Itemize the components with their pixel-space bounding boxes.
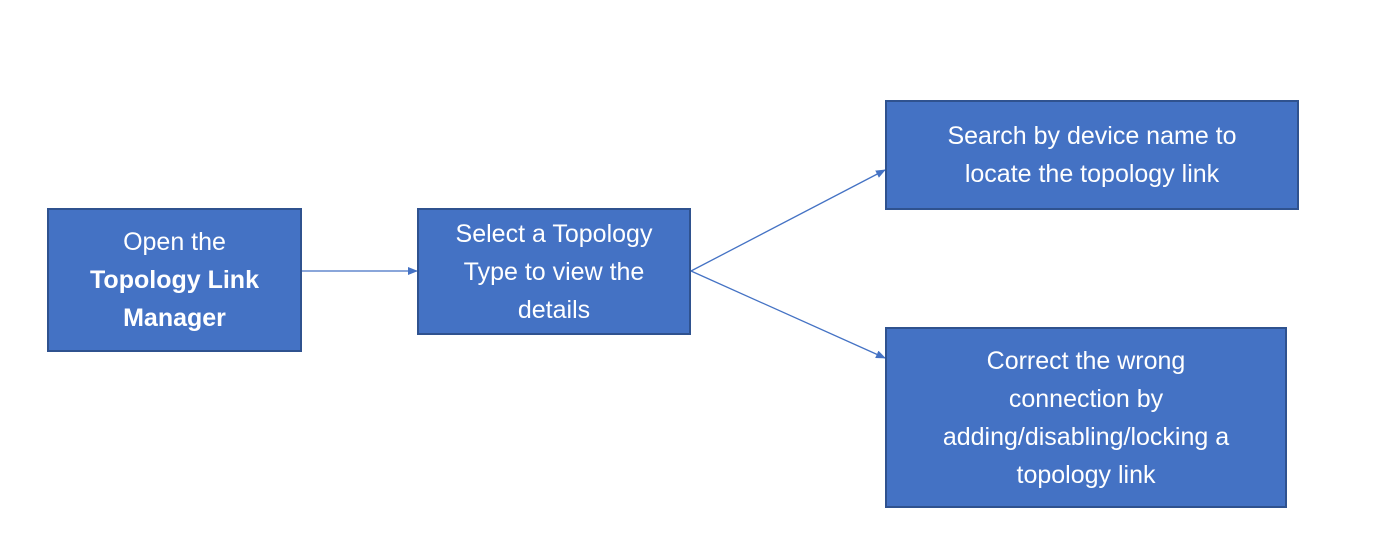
arrow-select-to-search — [690, 169, 886, 272]
step-select-text-line3: details — [517, 295, 591, 324]
step-select-text-line2: Type to view the — [463, 257, 645, 286]
step-open-topology-link-manager: Open the Topology Link Manager — [47, 208, 302, 352]
step-select-text-line1: Select a Topology — [455, 219, 653, 248]
step-open-text-line2: Topology Link — [90, 266, 259, 294]
step-open-text-line1: Open the — [123, 228, 226, 256]
step-open-text-line3: Manager — [123, 304, 226, 332]
step-correct-text-line1: Correct the wrong — [986, 346, 1186, 375]
step-search-by-device-name: Search by device name to locate the topo… — [885, 100, 1299, 210]
step-select-topology-type: Select a Topology Type to view the detai… — [417, 208, 691, 335]
step-correct-text-line4: topology link — [1016, 460, 1156, 489]
step-correct-text-line2: connection by — [1008, 384, 1164, 413]
step-search-text-line1: Search by device name to — [947, 122, 1237, 150]
step-correct-wrong-connection: Correct the wrong connection by adding/d… — [885, 327, 1287, 508]
step-correct-text-line3: adding/disabling/locking a — [942, 422, 1230, 451]
arrow-select-to-correct — [690, 270, 886, 359]
step-search-text-line2: locate the topology link — [964, 160, 1220, 188]
